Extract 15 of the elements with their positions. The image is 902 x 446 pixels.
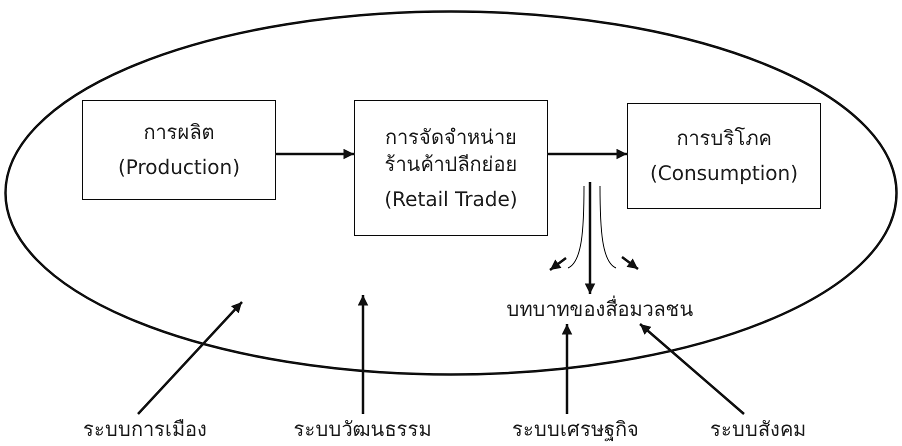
- process-box: การบริโภค (Consumption): [627, 103, 821, 209]
- arrow: [358, 295, 368, 414]
- system-label: ระบบสังคม: [693, 414, 823, 444]
- process-box: การผลิต (Production): [82, 100, 276, 200]
- process-box: การจัดจำหน่าย ร้านค้าปลีกย่อย (Retail Trade): [354, 100, 548, 236]
- system-label: ระบบวัฒนธรรม: [270, 414, 455, 444]
- arrow: [562, 324, 572, 414]
- system-label: ระบบเศรษฐกิจ: [488, 414, 663, 444]
- arrow: [548, 148, 627, 160]
- arrow: [584, 182, 596, 294]
- system-label: ระบบการเมือง: [55, 414, 235, 444]
- arrow: [276, 148, 354, 160]
- arrow: [137, 301, 243, 415]
- arrow: [639, 323, 745, 415]
- role-label: บทบาทของสื่อมวลชน: [482, 294, 718, 324]
